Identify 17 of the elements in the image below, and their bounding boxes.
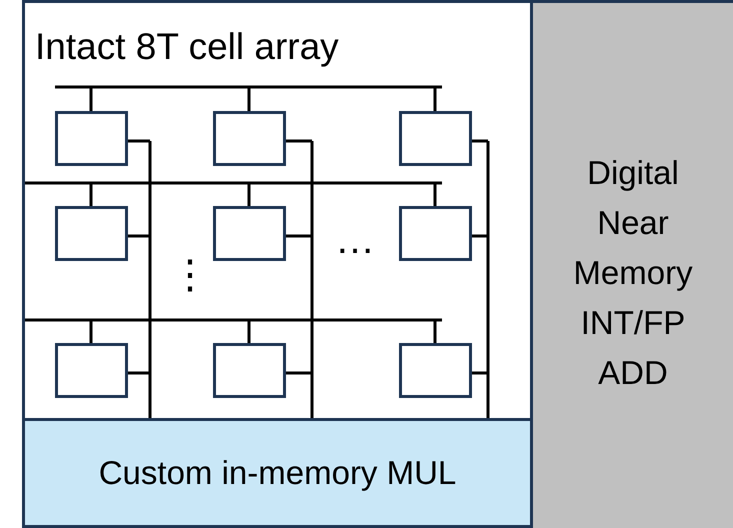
memory-cell-box [55,111,128,166]
vertical-ellipsis: ⋮ [170,253,210,297]
multiplier-panel [22,418,533,528]
cell-array-panel [22,0,533,421]
memory-cell-box [55,343,128,398]
array-title: Intact 8T cell array [35,25,339,69]
memory-cell-box [399,343,472,398]
memory-cell-box [213,206,286,261]
memory-cell-box [399,206,472,261]
memory-cell-box [55,206,128,261]
memory-cell-box [399,111,472,166]
horizontal-ellipsis: … [335,218,375,262]
multiplier-label: Custom in-memory MUL [98,453,458,493]
memory-cell-box [213,343,286,398]
adder-panel [530,0,733,528]
memory-cell-box [213,111,286,166]
adder-label: Digital Near Memory INT/FP ADD [572,153,694,393]
